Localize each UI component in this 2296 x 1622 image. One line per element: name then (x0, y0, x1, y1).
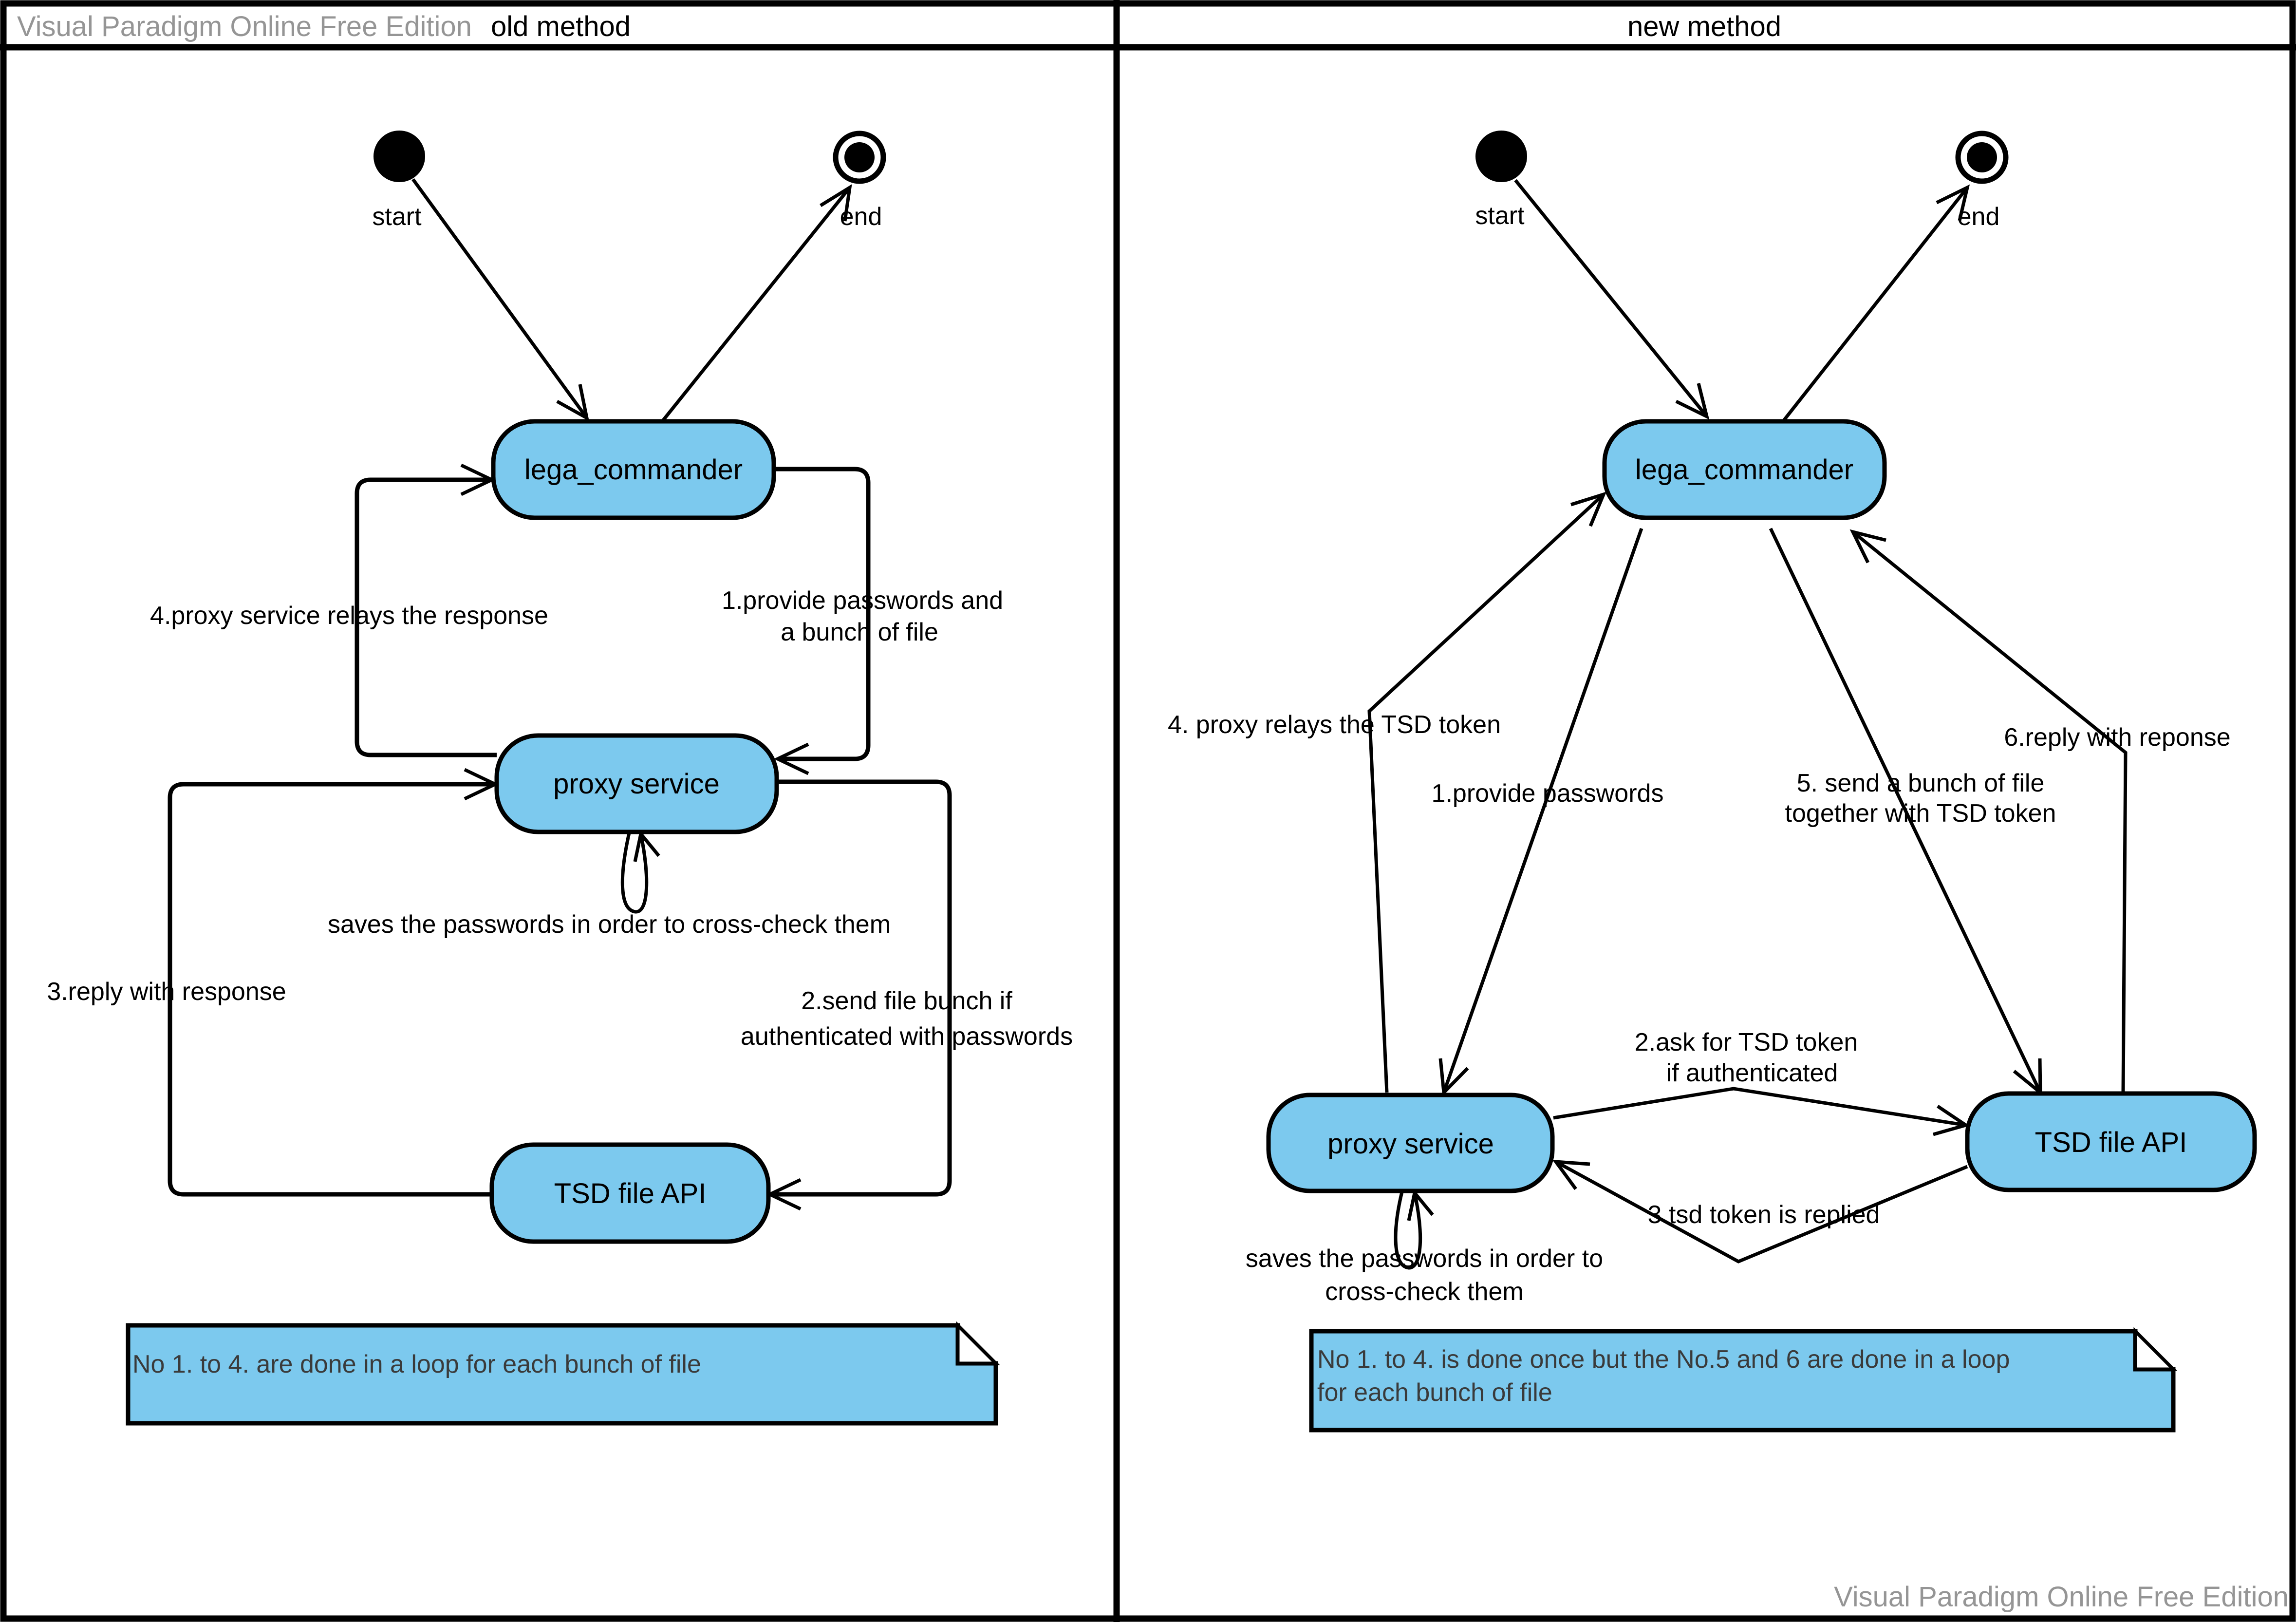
start-node (373, 131, 425, 182)
edge-1-line (1442, 528, 1643, 1094)
node-proxy-service-label: proxy service (1327, 1128, 1494, 1160)
note-old-fold-corner (956, 1321, 1000, 1365)
edge-4-label: 4.proxy service relays the response (150, 602, 548, 630)
note-new-text-line2: for each bunch of file (1317, 1378, 1552, 1407)
node-proxy-service (1266, 1093, 1555, 1193)
edge-1-arrowhead (1438, 1058, 1469, 1096)
note-new-text-line1: No 1. to 4. is done once but the No.5 an… (1317, 1345, 2010, 1374)
old-method-title: old method (491, 11, 631, 42)
end-transition-arrowhead (820, 184, 852, 222)
note-old-text: No 1. to 4. are done in a loop for each … (132, 1350, 701, 1378)
edge-4-line (355, 477, 497, 757)
old-method-panel: start end lega_commander proxy service T… (47, 131, 1073, 1426)
start-label: start (1475, 202, 1525, 230)
edge-2-label-line2: authenticated with passwords (741, 1022, 1073, 1051)
node-tsd-file-api-label: TSD file API (2035, 1127, 2187, 1158)
edge-1-label: 1.provide passwords (1432, 779, 1664, 808)
edge-5-line (1769, 528, 2042, 1094)
start-label: start (372, 203, 422, 231)
end-transition-arrowhead (1936, 184, 1970, 221)
note-new-fold-corner (2133, 1327, 2178, 1371)
self-loop-line (620, 832, 649, 914)
edge-5-label-line2: together with TSD token (1785, 799, 2056, 828)
edge-2-line (1553, 1087, 1966, 1127)
node-lega-commander (1602, 419, 1887, 520)
edge-4-label: 4. proxy relays the TSD token (1168, 711, 1501, 739)
edge-1-label-line2: a bunch of file (781, 618, 938, 646)
edge-1-label-line1: 1.provide passwords and (722, 586, 1003, 615)
end-label: end (1958, 203, 2000, 231)
node-lega-commander-label: lega_commander (524, 454, 743, 486)
end-transition-line (1781, 186, 1969, 424)
self-loop-label-line1: saves the passwords in order to (1246, 1245, 1603, 1273)
edge-4-arrowhead (1570, 491, 1607, 527)
new-method-title: new method (1627, 11, 1781, 42)
edge-3-arrowhead (1552, 1159, 1590, 1190)
watermark-bottom: Visual Paradigm Online Free Edition (1834, 1581, 2289, 1613)
self-loop-label: saves the passwords in order to cross-ch… (328, 910, 891, 939)
edge-3-label: 3.tsd token is replied (1648, 1201, 1880, 1229)
edge-3-label: 3.reply with response (47, 978, 286, 1006)
start-transition-arrowhead (1675, 383, 1710, 420)
start-transition-arrowhead (556, 384, 589, 421)
edge-2-arrowhead (1933, 1105, 1970, 1136)
edge-2-label-line2: if authenticated (1666, 1059, 1838, 1087)
edge-3-line (168, 782, 494, 1197)
edge-6-arrowhead (1849, 529, 1886, 564)
node-lega-commander (491, 419, 776, 520)
node-tsd-file-api-label: TSD file API (554, 1178, 707, 1209)
start-transition-line (411, 178, 588, 419)
start-transition-line (1514, 179, 1708, 418)
end-node-inner (844, 142, 875, 172)
edge-2-label-line1: 2.ask for TSD token (1635, 1028, 1858, 1056)
edge-1-line (774, 467, 871, 761)
edge-2-label-line1: 2.send file bunch if (801, 987, 1012, 1015)
self-loop-label-line2: cross-check them (1325, 1278, 1523, 1306)
self-loop-line (1394, 1191, 1422, 1270)
node-proxy-service (494, 733, 779, 834)
edge-3-line (1555, 1160, 1968, 1264)
node-tsd-file-api (1965, 1091, 2257, 1192)
self-loop-arrowhead (633, 830, 660, 862)
edge-5-label-line1: 5. send a bunch of file (1797, 769, 2045, 797)
node-proxy-service-label: proxy service (553, 768, 720, 800)
edge-6-label: 6.reply with reponse (2004, 723, 2230, 752)
edge-6-line (1851, 530, 2128, 1093)
end-transition-line (661, 186, 851, 423)
self-loop-arrowhead (1407, 1189, 1434, 1221)
node-lega-commander-label: lega_commander (1635, 454, 1853, 486)
end-node-inner (1967, 142, 1997, 172)
edge-4-line (1367, 493, 1605, 1093)
new-method-panel: start end lega_commander (1168, 131, 2257, 1433)
start-node (1475, 131, 1527, 182)
edge-1-arrowhead (773, 742, 809, 775)
watermark-top: Visual Paradigm Online Free Edition (17, 11, 472, 42)
edge-2-line (771, 779, 952, 1197)
node-tsd-file-api (489, 1142, 771, 1244)
